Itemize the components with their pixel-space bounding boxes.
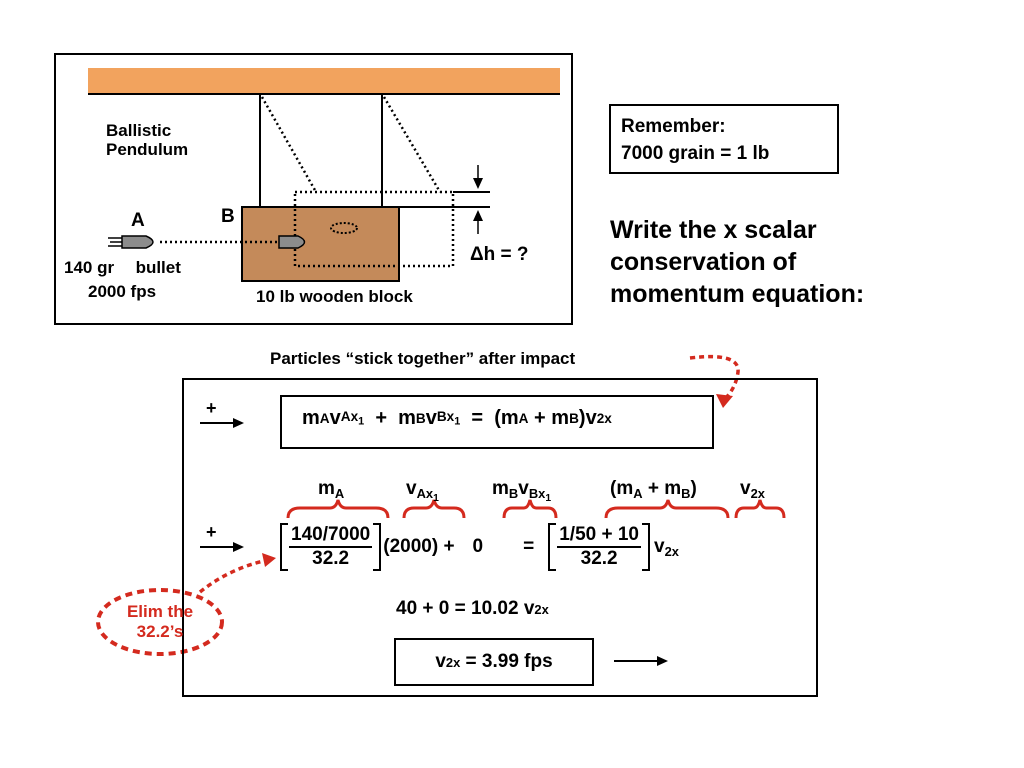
bullet-mass-value: 140 gr [64,258,115,277]
displaced-block [293,190,455,268]
block-label: 10 lb wooden block [256,287,413,306]
elim-annotation: Elim the 32.2’s [112,602,208,642]
fraction-ma: 140/7000 32.2 [289,525,373,569]
point-b-label: B [221,206,235,227]
fraction-mamb-denominator: 32.2 [580,548,618,569]
string-right-swung [382,96,442,193]
plus-sign-2: + [206,522,217,542]
bullet-hole [330,222,358,234]
plus-sign-1: + [206,398,217,418]
remember-box: Remember: 7000 grain = 1 lb [609,104,839,174]
fraction-mamb: 1/50 + 10 32.2 [557,525,642,569]
result-arrow-icon [614,656,668,666]
momentum-equation-box [280,395,714,449]
bullet-speed-label: 2000 fps [88,282,157,301]
delta-h-label: Δh = ? [470,244,529,266]
prompt-line1: Write the x scalar [610,216,817,244]
height-arrow-down-icon [473,165,483,189]
pendulum-diagram-frame [54,53,573,325]
brace-label-v2x: v2x [740,478,765,501]
delta-h-text: h = ? [483,244,529,265]
velocity-a-value: (2000) + [383,536,455,557]
brace-label-mbvbx1: mBvBx1 [492,478,552,504]
brace-label-mamb: (mA + mB) [610,478,697,501]
brace-v2x [734,499,786,519]
prompt-line2: conservation of [610,248,797,276]
bullet-mass-label: 140 gr bullet [64,258,181,278]
point-a-label: A [131,210,145,231]
stick-together-arrow-icon [689,354,740,408]
remember-conversion: 7000 grain = 1 lb [621,143,770,164]
fraction-mamb-numerator: 1/50 + 10 [557,525,642,548]
prompt-text: Write the x scalar conservation of momen… [610,214,864,310]
brace-mamb [604,499,730,519]
simplified-equation-text: 40 + 0 = 10.02 v [396,598,535,619]
diagram-title-line2: Pendulum [106,140,189,159]
diagram-title-line1: Ballistic [106,121,172,140]
equals-sign: = [523,536,535,557]
string-left-swung [260,96,318,193]
plus-direction-arrow-1-icon [200,418,244,428]
fraction-ma-numerator: 140/7000 [289,525,373,548]
fraction-ma-denominator: 32.2 [312,548,350,569]
elim-line1: Elim the [126,602,194,621]
brace-ma [286,499,390,519]
fraction-bracket-1: 140/7000 32.2 [280,523,382,571]
v2x-symbol: v2x [654,535,679,559]
momentum-b-value: 0 [472,536,484,557]
delta-symbol: Δ [470,244,484,265]
stick-together-caption: Particles “stick together” after impact [270,349,576,368]
plus-direction-arrow-2-icon [200,542,244,552]
fraction-bracket-2: 1/50 + 10 32.2 [548,523,651,571]
remember-title: Remember: [621,116,726,137]
substitution-row: 140/7000 32.2 (2000) + 0 = 1/50 + 10 32.… [280,523,679,571]
result-value: = 3.99 fps [465,651,553,672]
equation-frame [182,378,818,697]
elim-arrow-icon [198,553,276,594]
brace-mbvbx1 [502,499,558,519]
bullet-embedded-icon [278,235,306,249]
brace-vax1 [402,499,466,519]
diagram-title: Ballistic Pendulum [106,121,188,159]
wooden-block [241,206,400,282]
elim-line2: 32.2’s [136,622,184,641]
brace-label-ma: mA [318,478,345,501]
height-arrow-up-icon [473,210,483,234]
bullet-word: bullet [135,258,181,277]
elim-ellipse [96,588,224,656]
brace-label-vax1: vAx1 [406,478,439,504]
ceiling-bar [88,68,560,94]
prompt-line3: momentum equation: [610,280,865,308]
bullet-a-icon [108,235,154,249]
